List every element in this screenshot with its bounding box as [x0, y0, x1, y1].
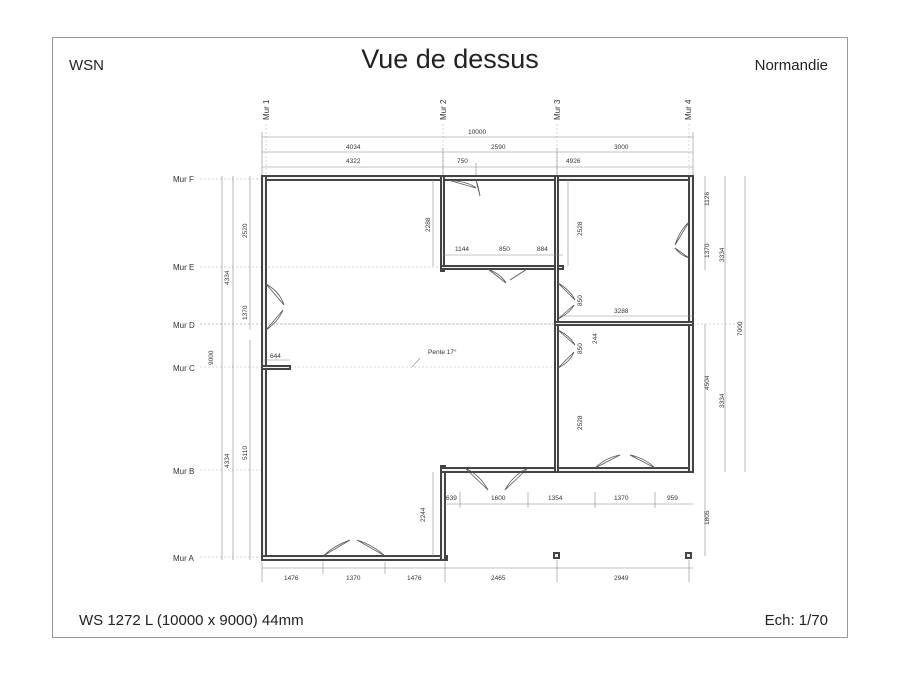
- dim-total-width: 10000: [468, 129, 486, 136]
- dim-right-4504: 4504: [704, 375, 711, 390]
- walls: [261, 175, 694, 561]
- dim-top-4322: 4322: [346, 158, 361, 165]
- dim-bottom-1476-right: 1476: [407, 575, 422, 582]
- dim-b-1600: 1600: [491, 495, 506, 502]
- top-dimensions: 10000 4034 2590 3000 4322 750 4926: [261, 129, 694, 178]
- vertical-wall-labels: Mur 1 Mur 2 Mur 3 Mur 4: [262, 99, 693, 120]
- wall-label-mur-c: Mur C: [173, 364, 195, 373]
- dim-right-3334-bottom: 3334: [719, 393, 726, 408]
- dim-left-4334-top: 4334: [224, 270, 231, 285]
- dim-bottom-2465: 2465: [491, 575, 506, 582]
- dim-bottom-1370: 1370: [346, 575, 361, 582]
- dim-top-3000: 3000: [614, 144, 629, 151]
- dim-bottom-2949: 2949: [614, 575, 629, 582]
- dim-b-959: 959: [667, 495, 678, 502]
- dim-mur3-850-top: 850: [577, 295, 584, 306]
- dim-b-1370: 1370: [614, 495, 629, 502]
- dim-bottom-1476-left: 1476: [284, 575, 299, 582]
- right-dimensions: 1126 1370 3334 7000 4504 3334 1805: [704, 176, 746, 556]
- dim-e-850: 850: [499, 246, 510, 253]
- dim-top-750: 750: [457, 158, 468, 165]
- dim-644: 644: [270, 353, 281, 360]
- dim-b-639: 639: [446, 495, 457, 502]
- doors: [265, 179, 690, 557]
- wall-label-mur-3: Mur 3: [553, 99, 562, 120]
- wall-label-mur-e: Mur E: [173, 263, 194, 272]
- dim-b-1354: 1354: [548, 495, 563, 502]
- left-dimensions: 9000 4334 4334 2520 1370 5110 644: [208, 176, 290, 560]
- dim-e-884: 884: [537, 246, 548, 253]
- axis-lines: [200, 124, 745, 558]
- dim-top-2590: 2590: [491, 144, 506, 151]
- roof-slope-note: Pente 17°: [428, 348, 457, 356]
- dim-mur2-2244: 2244: [420, 507, 427, 522]
- wall-label-mur-2: Mur 2: [439, 99, 448, 120]
- dim-right-1805: 1805: [704, 510, 711, 525]
- dim-right-1370: 1370: [704, 243, 711, 258]
- drawing-scale: Ech: 1/70: [764, 612, 828, 629]
- dim-right-1126: 1126: [704, 192, 711, 206]
- drawing-title: Vue de dessus: [361, 44, 539, 74]
- dim-mur3-850-bottom: 850: [577, 343, 584, 354]
- wall-label-mur-1: Mur 1: [262, 99, 271, 120]
- dim-left-4334-bottom: 4334: [224, 453, 231, 468]
- wall-label-mur-4: Mur 4: [684, 99, 693, 120]
- dim-right-3334-top: 3334: [719, 247, 726, 262]
- dim-mur3-2528-bottom: 2528: [577, 415, 584, 430]
- bottom-dimensions: 1476 1370 1476 2465 2949: [261, 560, 693, 582]
- dim-right-7000: 7000: [737, 321, 744, 336]
- wall-label-mur-a: Mur A: [173, 554, 195, 563]
- wall-label-mur-d: Mur D: [173, 321, 195, 330]
- dim-left-1370: 1370: [242, 305, 249, 320]
- dim-top-4034: 4034: [346, 144, 361, 151]
- wall-label-mur-f: Mur F: [173, 175, 194, 184]
- drawing-frame: [52, 37, 848, 638]
- wall-label-mur-b: Mur B: [173, 467, 194, 476]
- dim-e-1144: 1144: [455, 246, 469, 253]
- dim-left-2520: 2520: [242, 223, 249, 238]
- dim-mur3-2528-top: 2528: [577, 221, 584, 236]
- dim-d-244: 244: [592, 333, 599, 344]
- region-name: Normandie: [754, 57, 828, 74]
- company-name: WSN: [69, 57, 104, 74]
- interior-dimensions: 2288 1144 850 884 2528 850 850 244 2528 …: [411, 180, 693, 556]
- dim-mur2-2288: 2288: [425, 217, 432, 232]
- dim-left-5110: 5110: [242, 446, 249, 460]
- dim-top-4926: 4926: [566, 158, 581, 165]
- model-designation: WS 1272 L (10000 x 9000) 44mm: [79, 612, 304, 629]
- horizontal-wall-labels: Mur F Mur E Mur D Mur C Mur B Mur A: [173, 175, 195, 563]
- dim-left-9000: 9000: [208, 350, 215, 365]
- dim-d-3288: 3288: [614, 308, 629, 315]
